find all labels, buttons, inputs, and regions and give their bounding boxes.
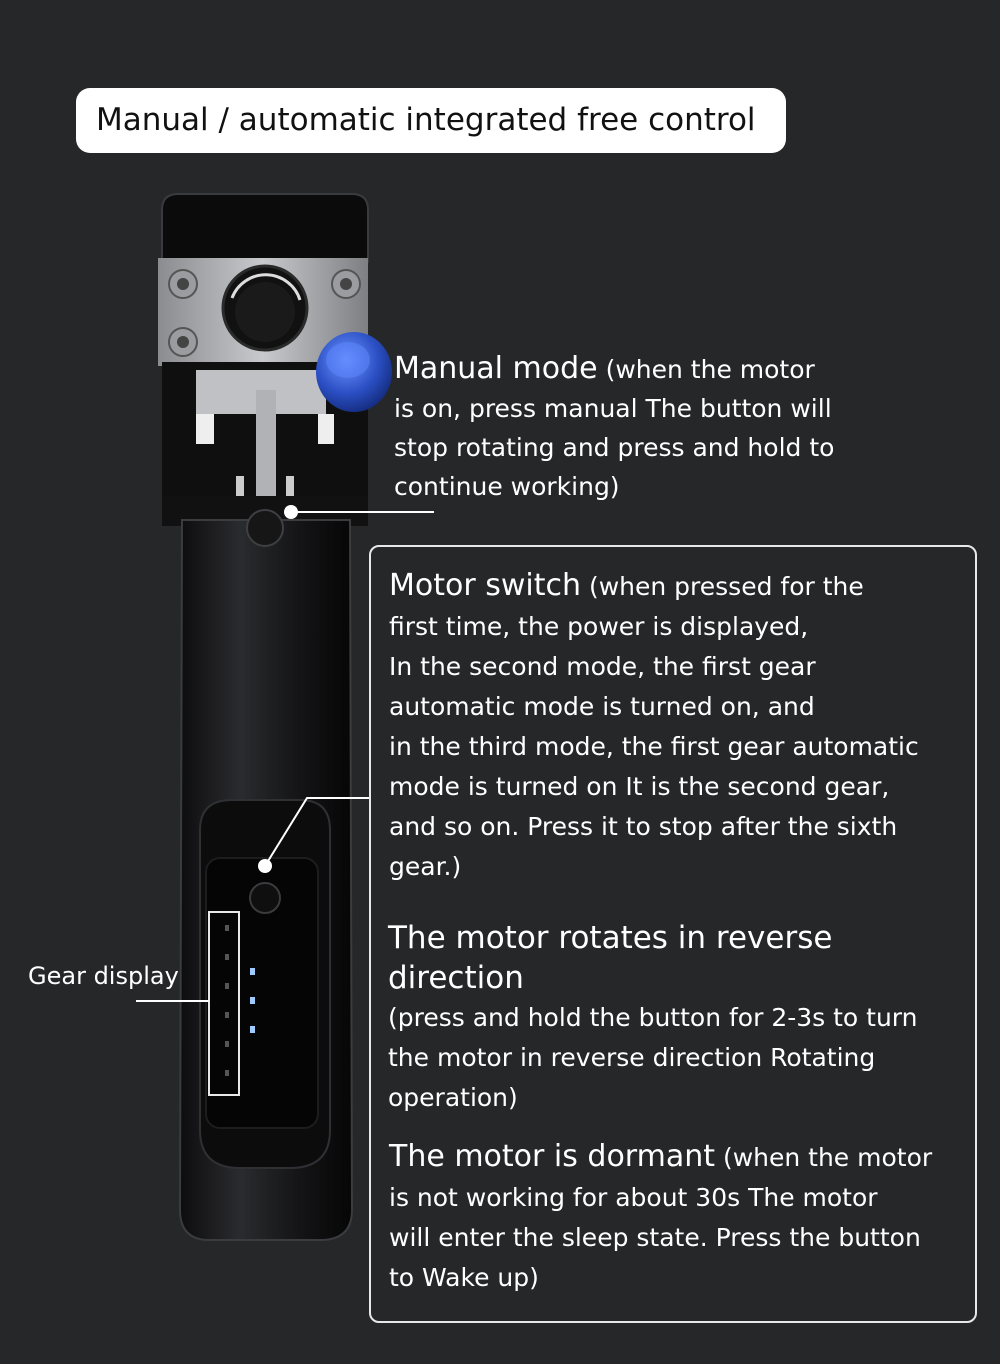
dormant-heading: The motor is dormant [389, 1139, 715, 1174]
motor-switch-line: gear.) [389, 852, 462, 881]
manual-mode-line: (when the motor [597, 355, 815, 384]
reverse-direction-description: The motor rotates in reverse direction (… [388, 918, 968, 1118]
adjustment-dial-icon [221, 264, 309, 352]
motor-switch-description: Motor switch (when pressed for the first… [389, 566, 969, 887]
motor-switch-line: In the second mode, the first gear [389, 652, 816, 681]
manual-mode-heading: Manual mode [394, 351, 598, 386]
manual-mode-line: stop rotating and press and hold to [394, 433, 835, 462]
gear-display-label: Gear display [28, 962, 179, 990]
callout-lines [136, 511, 434, 1002]
dormant-description: The motor is dormant (when the motor is … [389, 1137, 969, 1298]
motor-switch-line: mode is turned on It is the second gear, [389, 772, 890, 801]
dormant-line: is not working for about 30s The motor [389, 1183, 878, 1212]
manual-mode-line: is on, press manual The button will [394, 394, 832, 423]
motor-switch-line: in the third mode, the first gear automa… [389, 732, 919, 761]
motor-switch-line: first time, the power is displayed, [389, 612, 809, 641]
motor-switch-button-icon [246, 509, 284, 547]
callout-dot [284, 505, 298, 519]
motor-switch-line: automatic mode is turned on, and [389, 692, 815, 721]
reverse-direction-line: (press and hold the button for 2-3s to t… [388, 1003, 918, 1032]
manual-mode-button-icon [316, 332, 392, 412]
page-title: Manual / automatic integrated free contr… [76, 88, 786, 153]
manual-mode-line: continue working) [394, 472, 620, 501]
motor-switch-heading: Motor switch [389, 568, 581, 603]
manual-mode-description: Manual mode (when the motor is on, press… [394, 350, 894, 506]
feature-info-box [369, 545, 977, 1323]
screw-icon [168, 269, 361, 357]
reverse-direction-line: the motor in reverse direction Rotating [388, 1043, 876, 1072]
dormant-line: (when the motor [715, 1143, 933, 1172]
callout-dot [258, 859, 272, 873]
dormant-line: will enter the sleep state. Press the bu… [389, 1223, 921, 1252]
motor-switch-line: (when pressed for the [581, 572, 864, 601]
reverse-direction-line: operation) [388, 1083, 518, 1112]
gear-display-outline [208, 911, 240, 1096]
motor-switch-line: and so on. Press it to stop after the si… [389, 812, 898, 841]
gear-leds [225, 925, 255, 1076]
dormant-line: to Wake up) [389, 1263, 539, 1292]
reverse-direction-heading: The motor rotates in reverse direction [388, 920, 833, 996]
